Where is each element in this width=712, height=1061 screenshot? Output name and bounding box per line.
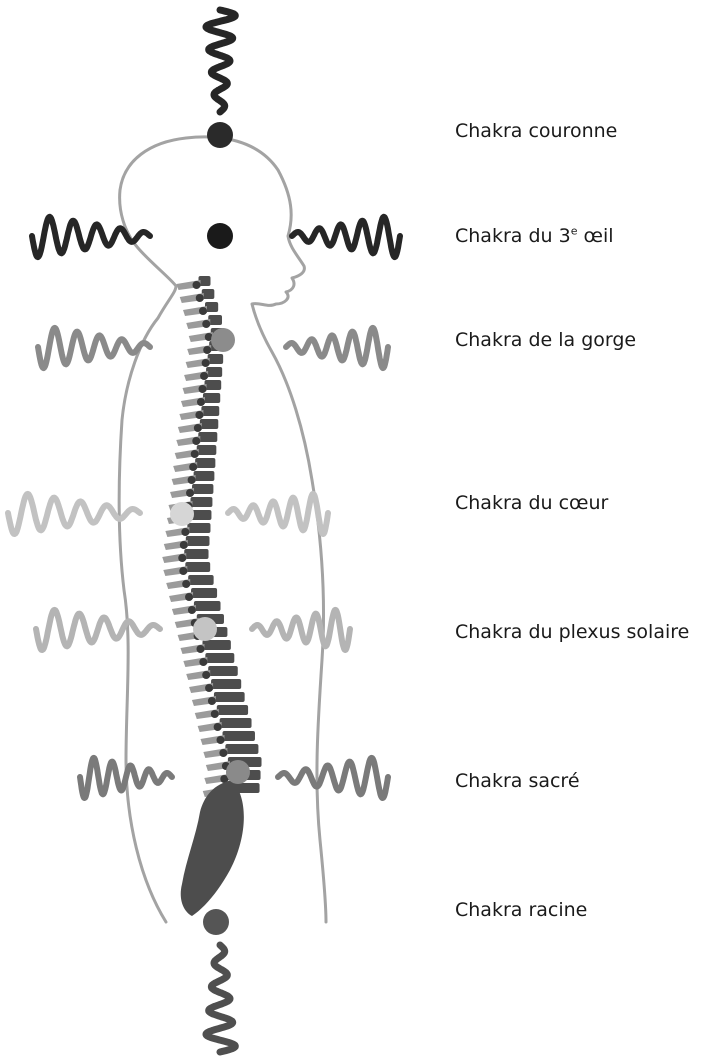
- vertebra: [188, 575, 213, 585]
- vertebra: [201, 406, 219, 416]
- label-sacral: Chakra sacré: [455, 772, 580, 791]
- label-heart: Chakra du cœur: [455, 494, 608, 513]
- vertebra: [208, 354, 224, 364]
- vertebra: [194, 601, 221, 611]
- vertebra: [200, 419, 218, 429]
- vertebra-knob: [217, 736, 225, 744]
- vertebra-knob: [194, 424, 202, 432]
- wave-right-throat: [286, 328, 388, 368]
- vertebra: [214, 692, 245, 702]
- vertebra-knob: [202, 671, 210, 679]
- vertebra-knob: [193, 281, 201, 289]
- wave-right-sacral: [278, 758, 388, 798]
- vertebra: [206, 367, 222, 377]
- vertebra-knob: [186, 489, 194, 497]
- vertebra: [217, 705, 248, 715]
- vertebra: [190, 497, 212, 507]
- vertebra-knob: [195, 411, 203, 419]
- vertebra-knob: [202, 320, 210, 328]
- chakra-point-throat: [211, 328, 235, 352]
- chakra-point-solar-plexus: [193, 617, 217, 641]
- spine: [162, 276, 261, 916]
- vertebra: [192, 484, 213, 494]
- vertebra-knob: [196, 645, 204, 653]
- vertebra: [186, 536, 210, 546]
- vertebra: [208, 666, 238, 676]
- vertebra-knob: [196, 294, 204, 302]
- wave-left-solar-plexus: [36, 610, 160, 650]
- vertebra-knob: [214, 723, 222, 731]
- vertebra: [194, 471, 215, 481]
- label-throat: Chakra de la gorge: [455, 331, 636, 350]
- vertebra-knob: [203, 346, 211, 354]
- chakra-point-root: [203, 909, 229, 935]
- vertebra-knob: [188, 476, 196, 484]
- vertebra-knob: [208, 697, 216, 705]
- vertebra-knob: [178, 554, 186, 562]
- vertebra: [208, 315, 222, 325]
- vertebra-knob: [179, 567, 187, 575]
- vertebra: [191, 588, 217, 598]
- chakra-point-heart: [170, 502, 194, 526]
- root-wave: [206, 945, 235, 1052]
- vertebra-knob: [202, 359, 210, 367]
- vertebra-knob: [188, 606, 196, 614]
- vertebra: [211, 679, 241, 689]
- chakra-point-crown: [207, 122, 233, 148]
- wave-right-third-eye: [292, 217, 400, 257]
- crown-wave: [206, 10, 235, 112]
- wave-right-solar-plexus: [252, 610, 350, 650]
- vertebra-knob: [180, 541, 188, 549]
- vertebra: [225, 744, 258, 754]
- vertebra: [220, 718, 252, 728]
- vertebra-knob: [189, 463, 197, 471]
- vertebra-knob: [199, 658, 207, 666]
- vertebra-knob: [219, 749, 227, 757]
- vertebra: [203, 393, 220, 403]
- vertebra-knob: [182, 580, 190, 588]
- vertebra-knob: [199, 307, 207, 315]
- label-solar-plexus: Chakra du plexus solaire: [455, 623, 689, 642]
- wave-right-heart: [228, 494, 328, 534]
- label-root: Chakra racine: [455, 901, 587, 920]
- vertebra-knob: [199, 385, 207, 393]
- vertebra: [195, 458, 215, 468]
- vertebra: [197, 445, 217, 455]
- vertebra: [205, 380, 222, 390]
- vertebra: [202, 640, 230, 650]
- vertebra-knob: [185, 593, 193, 601]
- chakra-point-sacral: [226, 760, 250, 784]
- vertebra-knob: [191, 450, 199, 458]
- vertebra-knob: [205, 684, 213, 692]
- vertebra-knob: [192, 437, 200, 445]
- sacrum: [181, 780, 244, 916]
- vertebra: [184, 549, 208, 559]
- chakra-point-third-eye: [207, 223, 233, 249]
- label-crown: Chakra couronne: [455, 122, 617, 141]
- wave-left-third-eye: [32, 217, 150, 257]
- vertebra-knob: [197, 398, 205, 406]
- vertebra-knob: [181, 528, 189, 536]
- vertebra: [198, 432, 217, 442]
- wave-left-throat: [38, 328, 150, 368]
- vertebra: [187, 523, 210, 533]
- vertebra: [185, 562, 210, 572]
- vertebra-knob: [211, 710, 219, 718]
- label-third-eye: Chakra du 3e œil: [455, 227, 614, 246]
- vertebra: [205, 653, 234, 663]
- vertebra: [223, 731, 255, 741]
- vertebra-knob: [200, 372, 208, 380]
